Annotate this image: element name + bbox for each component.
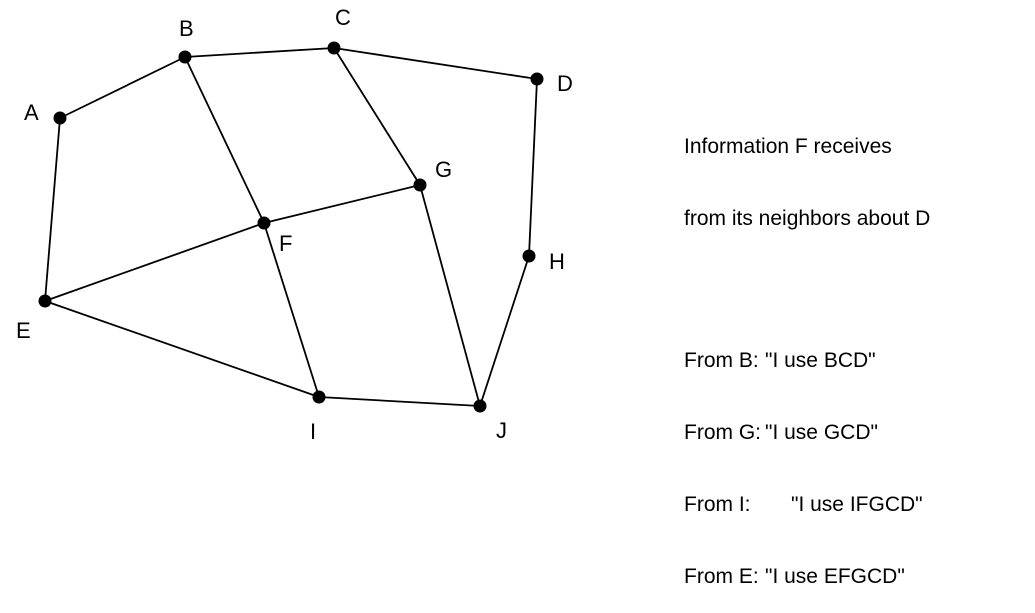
info-title-line-2: from its neighbors about D — [684, 207, 931, 230]
message-sender: From E: — [684, 565, 759, 588]
edge-a-b — [59, 56, 186, 119]
graph-labels: A B C D E F G H I J — [16, 5, 573, 444]
edge-c-g — [333, 47, 421, 186]
info-panel: Information F receives from its neighbor… — [684, 87, 1029, 613]
edge-f-g — [263, 184, 421, 224]
edge-a-e — [44, 117, 61, 302]
node-label-a: A — [24, 100, 39, 125]
node-label-e: E — [16, 318, 31, 343]
node-f — [257, 216, 271, 230]
node-label-c: C — [335, 5, 351, 30]
message-sender: From I: — [684, 493, 751, 516]
edge-d-h — [528, 78, 538, 257]
edge-e-f — [44, 222, 265, 302]
message-row-e: From E: "I use EFGCD" — [684, 565, 1029, 589]
network-graph: A B C D E F G H I J — [16, 5, 573, 444]
node-d — [530, 72, 544, 86]
edge-e-i — [44, 300, 320, 398]
edge-i-j — [318, 396, 481, 407]
message-row-g: From G:"I use GCD" — [684, 421, 1029, 445]
node-b — [178, 50, 192, 64]
message-sender: From B: — [684, 349, 759, 372]
node-i — [312, 390, 326, 404]
edge-f-i — [263, 222, 320, 398]
message-text: "I use IFGCD" — [791, 493, 923, 516]
node-label-h: H — [549, 249, 565, 274]
edge-b-c — [184, 47, 335, 58]
edge-b-f — [184, 56, 265, 224]
message-text: "I use BCD" — [765, 349, 876, 372]
node-label-j: J — [496, 418, 507, 443]
message-row-i: From I: "I use IFGCD" — [684, 493, 1029, 517]
spacer — [684, 279, 1029, 301]
node-label-i: I — [310, 419, 316, 444]
node-h — [522, 249, 536, 263]
node-label-f: F — [279, 231, 292, 256]
node-label-g: G — [435, 157, 452, 182]
edge-g-j — [419, 184, 481, 407]
info-title-line-1: Information F receives — [684, 135, 892, 158]
node-g — [413, 178, 427, 192]
edge-c-d — [333, 47, 538, 80]
node-label-d: D — [557, 71, 573, 96]
node-a — [53, 111, 67, 125]
message-text: "I use GCD" — [765, 421, 878, 444]
node-c — [327, 41, 341, 55]
graph-edges — [44, 47, 538, 407]
graph-nodes — [38, 41, 544, 413]
node-label-b: B — [179, 16, 194, 41]
message-row-b: From B: "I use BCD" — [684, 349, 1029, 373]
edge-h-j — [479, 255, 530, 407]
message-text: "I use EFGCD" — [765, 565, 905, 588]
node-e — [38, 294, 52, 308]
node-j — [473, 399, 487, 413]
message-sender: From G: — [684, 421, 761, 444]
